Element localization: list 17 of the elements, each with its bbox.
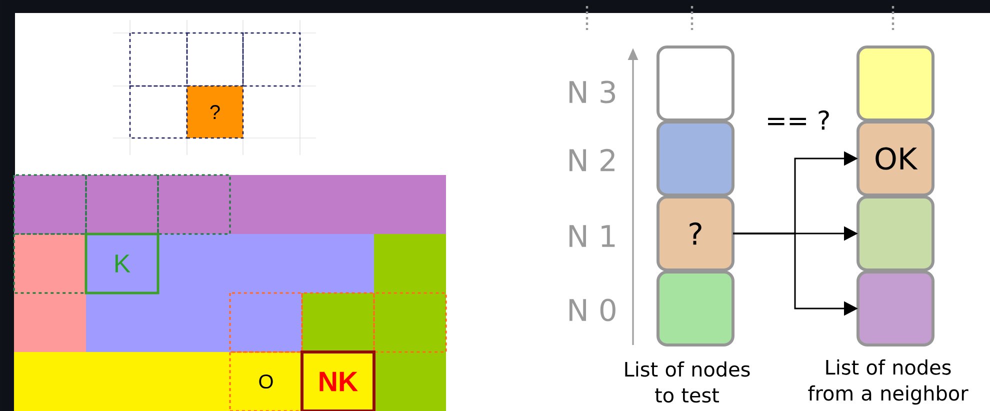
- list-entry-box: [856, 196, 934, 272]
- level-label: N 3: [570, 80, 616, 104]
- list-entry-box: [856, 270, 934, 346]
- map-cell: O: [229, 351, 303, 411]
- grid-cell: ?: [186, 85, 244, 139]
- list-entry-box: [656, 46, 734, 122]
- comparison-label: == ?: [768, 110, 829, 130]
- map-cell: K: [84, 232, 160, 294]
- list-entry-box: ?: [656, 196, 734, 272]
- list-entry-box: OK: [856, 120, 934, 196]
- level-label: N 2: [570, 148, 614, 172]
- level-label: N 1: [570, 225, 615, 247]
- list-entry-box: [656, 120, 734, 196]
- map-cell: NK: [300, 350, 376, 411]
- list-entry-box: [856, 46, 934, 122]
- level-label: N 0: [570, 298, 616, 322]
- list-entry-box: [656, 270, 734, 346]
